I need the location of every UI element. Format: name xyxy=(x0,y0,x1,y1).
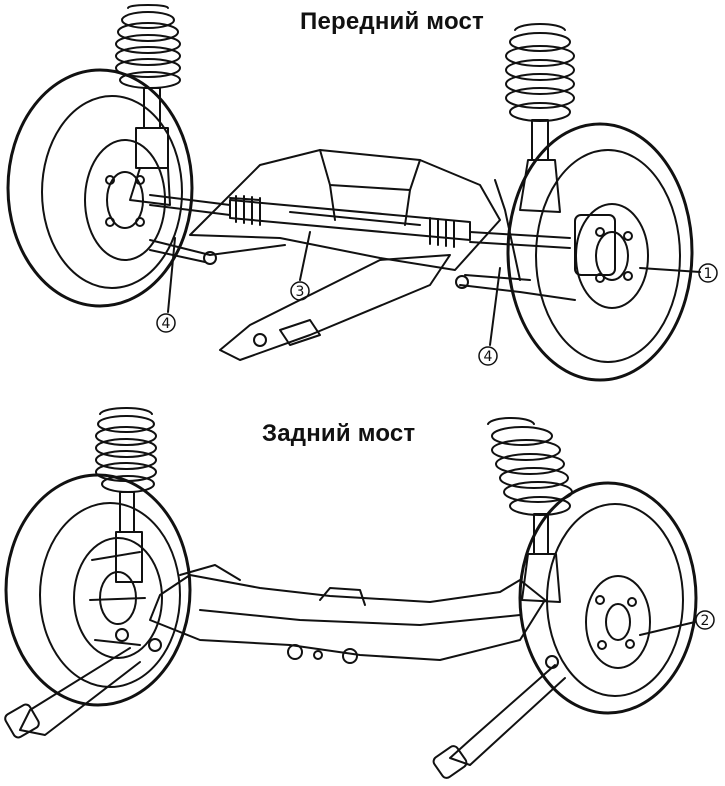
callout-2-label: 2 xyxy=(701,613,710,629)
rear-left-wheel xyxy=(4,473,192,707)
callout-4-left-label: 4 xyxy=(162,316,171,332)
callout-3: 3 xyxy=(290,281,310,301)
front-axle-title: Передний мост xyxy=(300,8,484,35)
rear-right-wheel xyxy=(518,481,698,715)
callout-2: 2 xyxy=(695,610,715,630)
front-left-lower-arm xyxy=(149,239,286,263)
rear-crossmember xyxy=(149,564,546,664)
front-left-strut xyxy=(115,4,181,206)
front-axle-drawing xyxy=(6,4,701,382)
front-right-drive-shaft xyxy=(469,231,571,249)
front-right-lower-arm xyxy=(459,274,576,301)
rear-axle-drawing xyxy=(4,407,698,779)
rear-right-strut xyxy=(487,417,573,603)
callout-4-right-label: 4 xyxy=(484,349,493,365)
steering-rack xyxy=(229,195,471,248)
front-right-wheel xyxy=(506,122,694,382)
callout-leader-1 xyxy=(639,267,701,273)
front-subframe xyxy=(189,149,501,361)
callout-leader-3 xyxy=(299,231,311,281)
callout-3-label: 3 xyxy=(296,284,305,300)
rear-left-strut xyxy=(95,407,157,583)
rear-right-link xyxy=(432,655,566,779)
front-left-wheel xyxy=(6,68,194,308)
front-right-strut xyxy=(505,23,575,213)
callout-4-left: 4 xyxy=(156,313,176,333)
callout-leader-4-right xyxy=(489,267,501,346)
rear-left-link xyxy=(4,628,162,739)
rear-axle-title: Задний мост xyxy=(262,420,416,447)
front-stabilizer-link xyxy=(494,179,521,281)
front-left-drive-shaft xyxy=(149,194,231,216)
callout-4-right: 4 xyxy=(478,346,498,366)
callout-1-label: 1 xyxy=(704,266,713,282)
callout-leader-2 xyxy=(639,621,696,636)
callout-leader-4-left xyxy=(167,237,176,313)
callout-1: 1 xyxy=(698,263,718,283)
